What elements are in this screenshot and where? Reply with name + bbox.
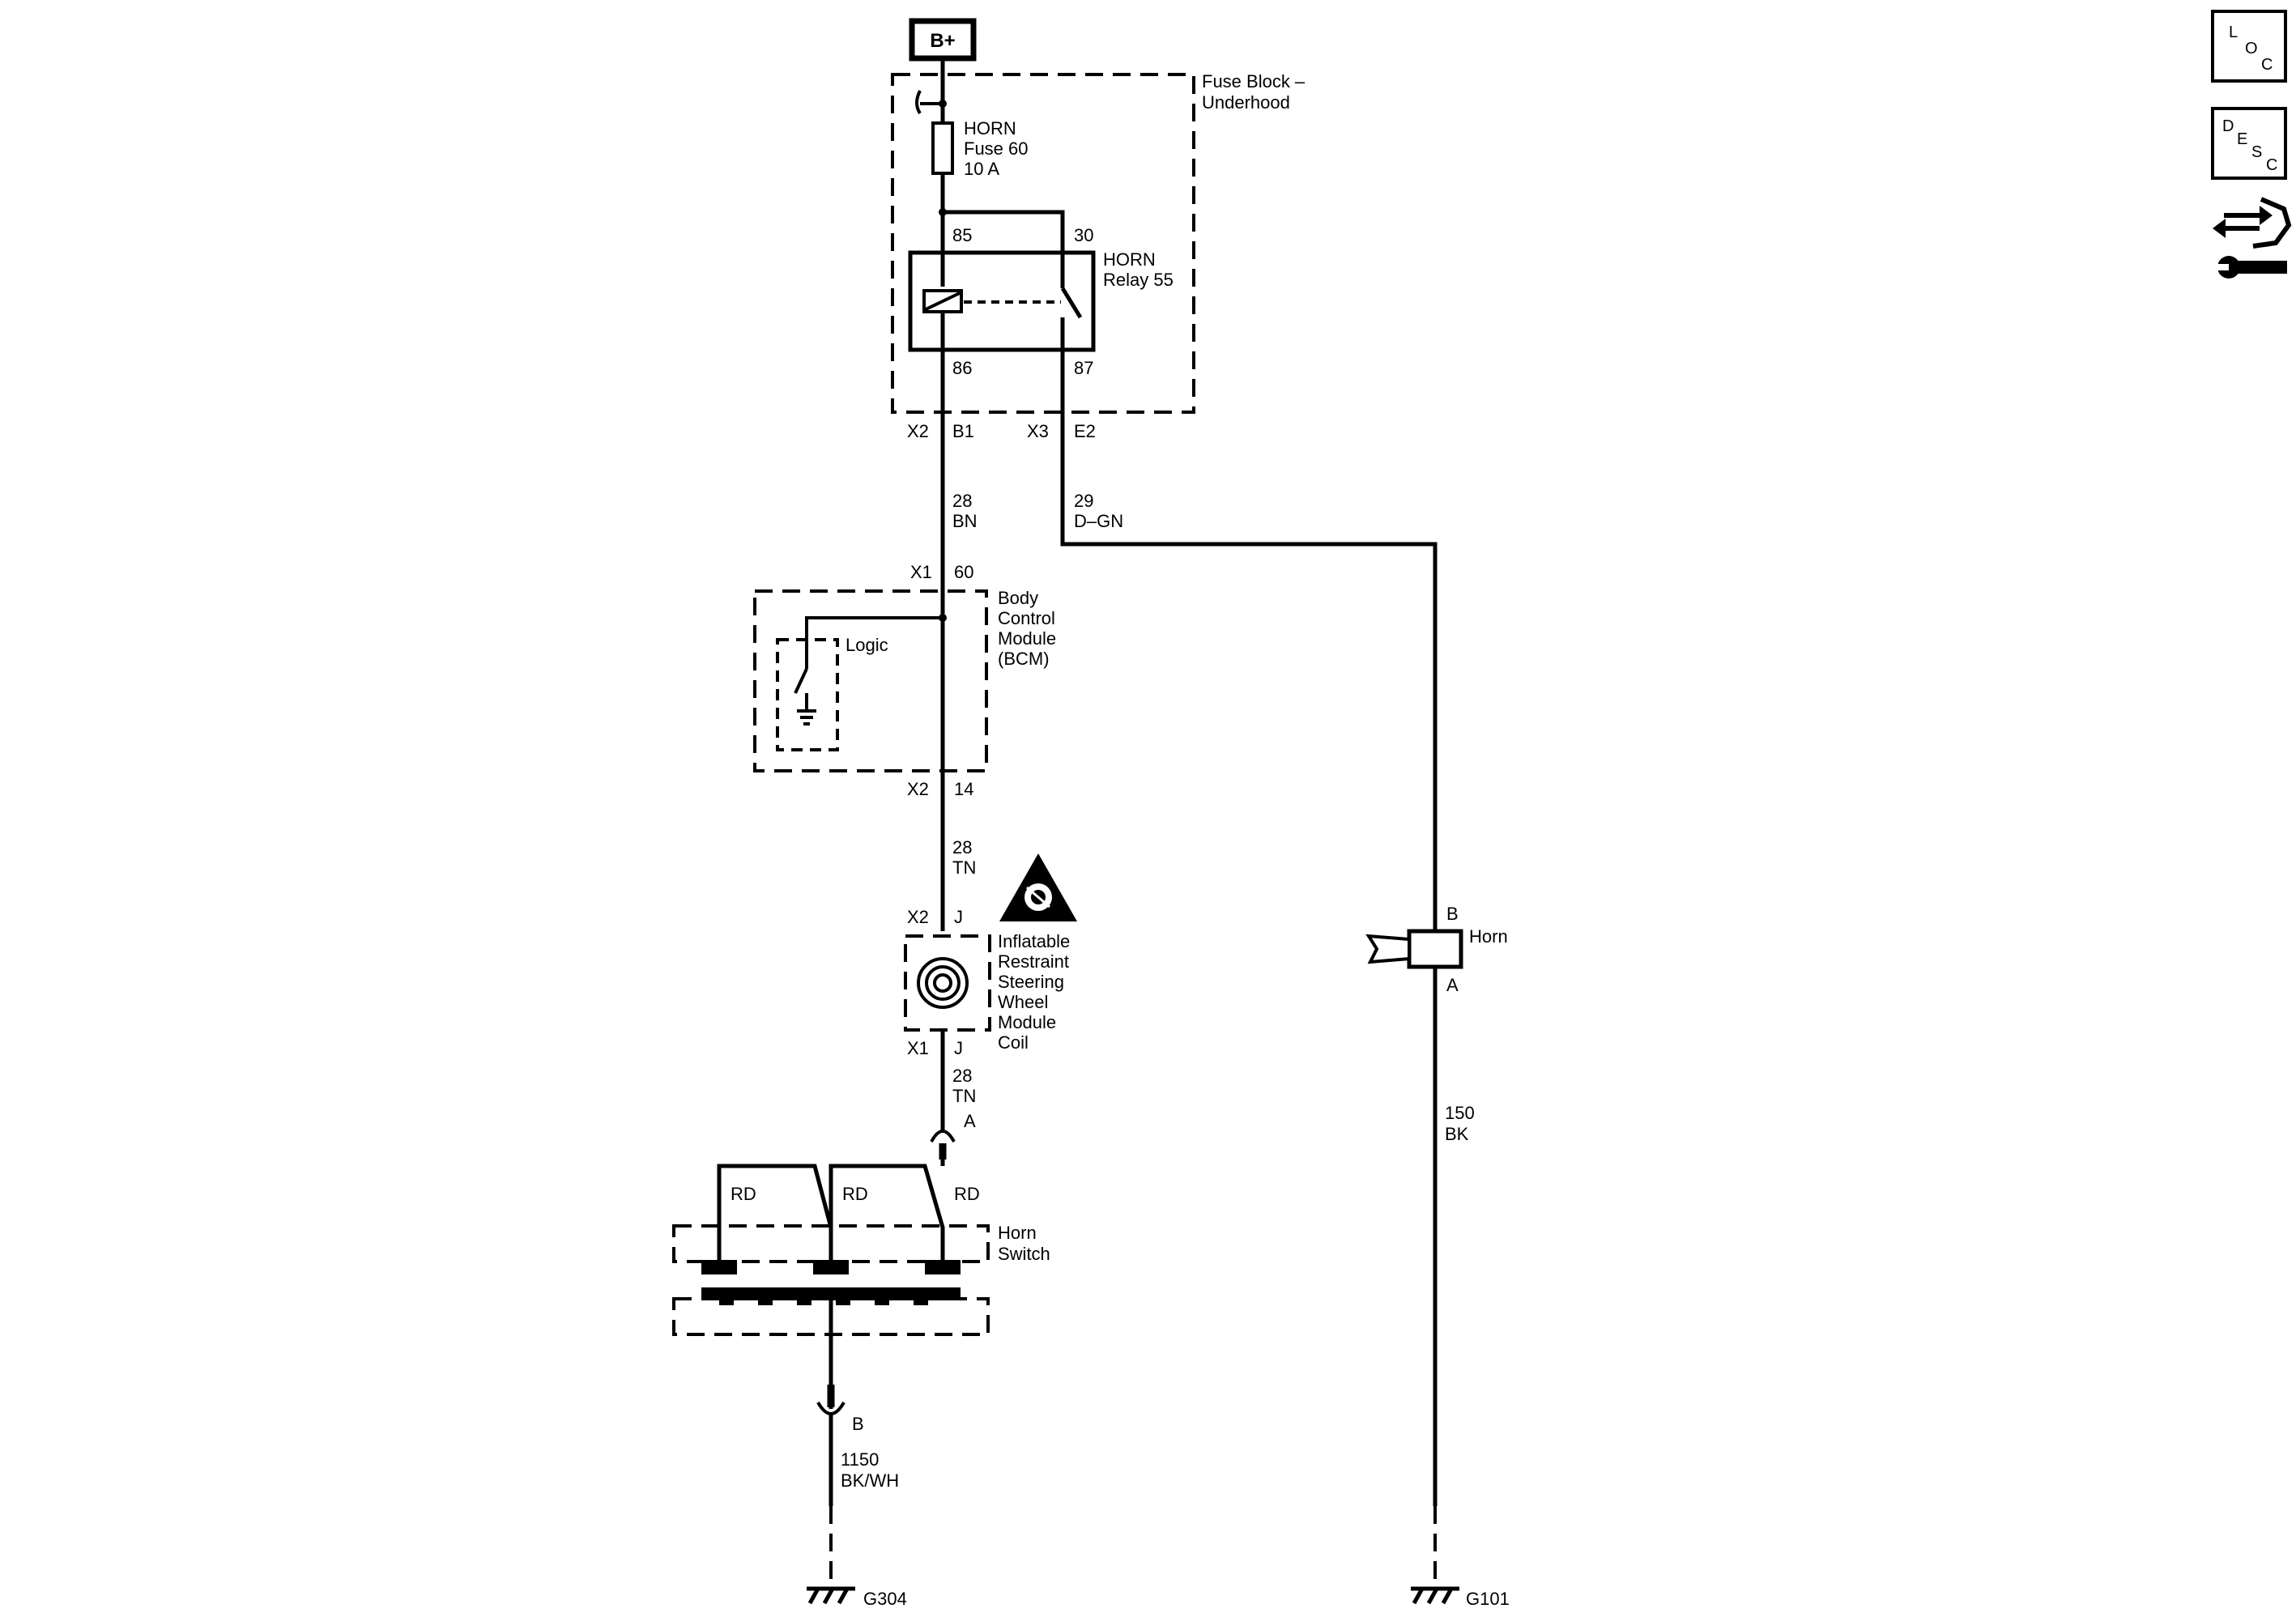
battery-supply-label: B+ <box>930 30 955 52</box>
bcm-pin-14: 14 <box>954 779 973 799</box>
bcm-connector-x1: X1 <box>910 562 932 582</box>
horn-switch-label-line2: Switch <box>998 1244 1050 1264</box>
fuse-block-underhood-outline <box>891 73 1195 414</box>
bcm-label-line4: (BCM) <box>998 649 1050 669</box>
bcm-connector-x2: X2 <box>907 779 929 799</box>
relay-coil-winding <box>923 291 962 312</box>
horn-switch-label-line1: Horn <box>998 1223 1037 1243</box>
coil-label-line2: Restraint <box>998 951 1069 972</box>
wire-150-circuit: 150 <box>1445 1103 1475 1123</box>
desc-letter-s: S <box>2251 143 2262 161</box>
bcm-logic-ground-icon <box>797 709 816 726</box>
bcm-label-line2: Control <box>998 608 1055 628</box>
coil-connector-x2: X2 <box>907 907 929 927</box>
steering-wheel-coil-outline <box>904 934 991 1032</box>
wire-29-dgn <box>1060 350 1438 931</box>
loc-letter-l: L <box>2229 23 2238 41</box>
connector-repair-icon[interactable] <box>2213 197 2292 279</box>
relay-pin-87-label: 87 <box>1074 358 1093 378</box>
ground-g304-icon <box>807 1586 855 1605</box>
fuse-block-connector-x3: X3 <box>1027 421 1049 441</box>
ground-g304-label: G304 <box>863 1589 907 1609</box>
wire-29-dgn-circuit: 29 <box>1074 491 1093 511</box>
bcm-logic-label: Logic <box>846 635 888 655</box>
horn-switch-contact-pad <box>701 1260 737 1274</box>
location-view-button[interactable]: L O C <box>2211 10 2287 83</box>
desc-letter-c: C <box>2266 156 2277 174</box>
wire-28-tn-upper-color: TN <box>952 857 976 878</box>
wire-28-bn-circuit: 28 <box>952 491 972 511</box>
connector-b-label: B <box>852 1414 864 1434</box>
battery-supply: B+ <box>909 18 977 62</box>
coil-label-line1: Inflatable <box>998 931 1070 951</box>
fuse-block-title-line2: Underhood <box>1202 92 1290 113</box>
horn-switch-plate-tabs <box>719 1299 928 1305</box>
ground-g101-label: G101 <box>1466 1589 1510 1609</box>
body-control-module-outline <box>753 589 988 772</box>
coil-pin-j-bottom: J <box>954 1038 963 1058</box>
horn-switch-wire-1-color: RD <box>731 1184 756 1204</box>
fuse-block-pin-b1: B1 <box>952 421 974 441</box>
description-view-button[interactable]: D E S C <box>2211 107 2287 180</box>
desc-letter-d: D <box>2222 117 2234 135</box>
relay-switch-contact <box>1060 287 1083 319</box>
horn-pin-a-label: A <box>1446 975 1459 995</box>
fusible-link-symbol <box>915 90 943 115</box>
connector-a-label: A <box>964 1111 976 1131</box>
fuse-block-pin-e2: E2 <box>1074 421 1096 441</box>
relay-pin-86-label: 86 <box>952 358 972 378</box>
coil-pin-j-top: J <box>954 907 963 927</box>
fuse-block-connector-x2: X2 <box>907 421 929 441</box>
coil-label-line6: Coil <box>998 1032 1029 1053</box>
horn-switch-wire-2-color: RD <box>842 1184 868 1204</box>
fuse-label-line2: Fuse 60 <box>964 138 1029 159</box>
wire-28-tn-upper-circuit: 28 <box>952 837 972 857</box>
relay-30-feed-wire <box>943 210 1065 253</box>
wire-150-color: BK <box>1445 1124 1469 1144</box>
horn-label: Horn <box>1469 926 1508 947</box>
loc-letter-o: O <box>2245 40 2258 57</box>
desc-letter-e: E <box>2237 130 2247 148</box>
wire-28-tn-lower-circuit: 28 <box>952 1066 972 1086</box>
fuse-label-line3: 10 A <box>964 159 999 179</box>
horn-switch-contact-pad <box>925 1260 961 1274</box>
wire-29-dgn-color: D–GN <box>1074 511 1123 531</box>
fuse-block-title-line1: Fuse Block – <box>1202 71 1306 91</box>
relay-pin-85-label: 85 <box>952 225 972 245</box>
horn-fuse-60 <box>931 121 954 175</box>
relay-pin-30-label: 30 <box>1074 225 1093 245</box>
horn-switch-contact-pad <box>813 1260 849 1274</box>
bcm-logic-block <box>776 638 839 751</box>
relay-label-line1: HORN <box>1103 249 1156 270</box>
horn-switch-wire-3-color: RD <box>954 1184 980 1204</box>
ground-g101-icon <box>1411 1586 1459 1605</box>
relay-label-line2: Relay 55 <box>1103 270 1174 290</box>
bcm-logic-feed-wire <box>805 616 943 669</box>
wire-1150-circuit: 1150 <box>841 1449 879 1470</box>
wire-28-tn-lower-color: TN <box>952 1086 976 1106</box>
horn-icon <box>1365 929 1463 969</box>
coil-connector-x1: X1 <box>907 1038 929 1058</box>
coil-label-line4: Wheel <box>998 992 1048 1012</box>
coil-label-line3: Steering <box>998 972 1064 992</box>
fuse-label-line1: HORN <box>964 118 1016 138</box>
coil-label-line5: Module <box>998 1012 1056 1032</box>
wire-28-bn-color: BN <box>952 511 978 531</box>
horn-switch-contacts <box>717 1164 945 1260</box>
connector-a-icon <box>930 1130 956 1143</box>
bcm-logic-switch <box>794 668 808 694</box>
bcm-label-line1: Body <box>998 588 1038 608</box>
sir-warning-icon <box>999 853 1077 921</box>
horn-pin-b-label: B <box>1446 904 1459 924</box>
coil-spiral-icon <box>917 957 969 1009</box>
bcm-label-line3: Module <box>998 628 1056 649</box>
bcm-pin-60: 60 <box>954 562 973 582</box>
wire-1150-color: BK/WH <box>841 1470 899 1491</box>
loc-letter-c: C <box>2261 56 2273 74</box>
